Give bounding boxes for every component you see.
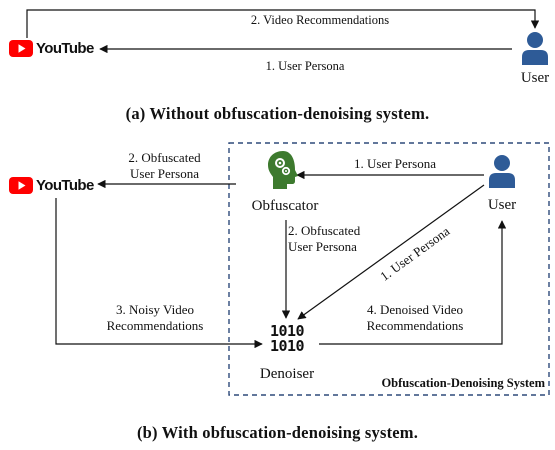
denoiser-label: Denoiser	[259, 366, 315, 382]
edge-label-video-recommendations: 2. Video Recommendations	[250, 13, 390, 27]
youtube-logo-b: YouTube	[9, 177, 94, 194]
edge-label-line: Recommendations	[366, 318, 464, 333]
binary-line: 1010	[269, 322, 305, 340]
edge-label-line: 2. Obfuscated	[288, 223, 361, 238]
caption-a: (a) Without obfuscation-denoising system…	[125, 104, 430, 123]
denoiser-binary-icon: 1010 1010	[262, 324, 312, 354]
user-label-a: User	[520, 70, 550, 86]
youtube-wordmark: YouTube	[36, 177, 94, 194]
edge-user-to-denoiser	[297, 184, 485, 320]
user-icon	[522, 32, 548, 65]
edge-label-line: 2. Obfuscated	[128, 150, 201, 165]
edge-label-line: User Persona	[130, 166, 199, 181]
edge-label-user-persona-a: 1. User Persona	[265, 59, 345, 73]
edge-label-line: 3. Noisy Video	[115, 302, 195, 317]
binary-line: 1010	[269, 337, 305, 355]
caption-b: (b) With obfuscation-denoising system.	[136, 423, 419, 442]
youtube-wordmark: YouTube	[36, 40, 94, 57]
edge-denoised-recommendations	[319, 220, 507, 345]
edge-video-recommendations-a	[26, 9, 540, 38]
user-label-b: User	[487, 197, 517, 213]
edge-label-obfuscator-to-denoiser: 2. Obfuscated User Persona	[288, 223, 378, 255]
youtube-play-icon	[9, 177, 33, 194]
edge-label-noisy-recommendations: 3. Noisy Video Recommendations	[90, 302, 220, 334]
edge-label-line: Recommendations	[106, 318, 204, 333]
user-icon	[489, 155, 515, 188]
system-boundary	[228, 142, 550, 396]
youtube-play-icon	[9, 40, 33, 57]
youtube-logo-a: YouTube	[9, 40, 94, 57]
edge-noisy-recommendations	[55, 198, 263, 349]
edge-label-obfuscated-to-youtube: 2. Obfuscated User Persona	[102, 150, 227, 182]
obfuscator-label: Obfuscator	[251, 198, 319, 214]
edge-label-user-to-obfuscator: 1. User Persona	[354, 156, 436, 171]
obfuscator-head-icon	[268, 151, 298, 189]
system-label: Obfuscation-Denoising System	[381, 376, 545, 390]
edge-label-denoised-recommendations: 4. Denoised Video Recommendations	[345, 302, 485, 334]
edge-label-line: 4. Denoised Video	[366, 302, 464, 317]
edge-label-line: User Persona	[288, 239, 357, 254]
